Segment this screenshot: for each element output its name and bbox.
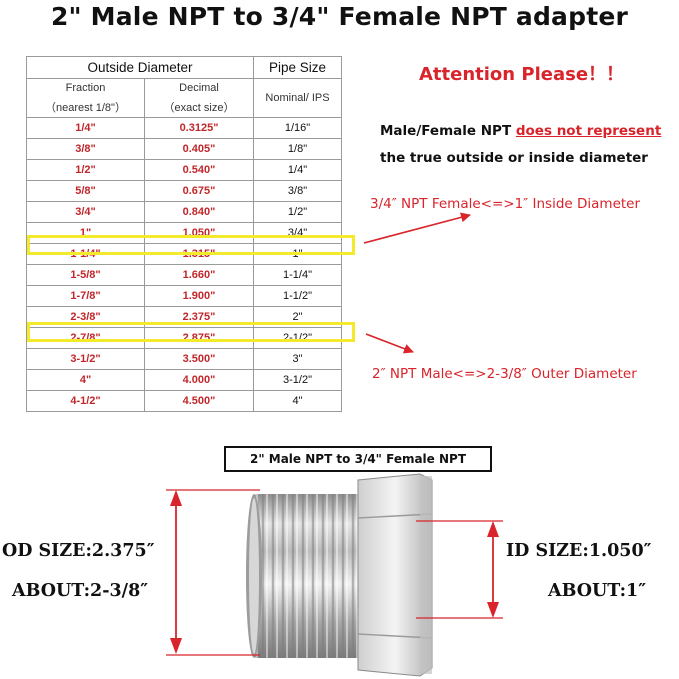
cell-pipe: 2-1/2"	[253, 327, 343, 349]
table-subheader-row: Fraction Decimal Nominal/ IPS	[26, 78, 343, 118]
table-row: 3/4"0.840"1/2"	[26, 201, 343, 223]
cell-decimal: 0.840"	[143, 201, 255, 223]
table-header-row: Outside Diameter Pipe Size	[25, 56, 343, 79]
table-row: 3/8"0.405"1/8"	[26, 138, 343, 160]
note-line-1-prefix: Male/Female NPT	[380, 123, 516, 139]
id-size-text: ID SIZE:1.050″	[506, 541, 652, 561]
note-line-1-red: does not represent	[515, 123, 662, 139]
cell-decimal: 1.900"	[143, 285, 255, 307]
note-line-1: Male/Female NPT does not represent	[380, 123, 661, 139]
product-label: 2" Male NPT to 3/4" Female NPT	[224, 446, 492, 472]
header-decimal: Decimal	[143, 78, 255, 98]
cell-fraction: 1/4"	[26, 117, 145, 139]
callout-female: 3/4″ NPT Female<=>1″ Inside Diameter	[370, 196, 641, 212]
callout-male: 2″ NPT Male<=>2-3/8″ Outer Diameter	[372, 366, 637, 382]
cell-fraction: 1-7/8"	[26, 285, 145, 307]
arrow-male	[365, 333, 414, 354]
table-row: 1-7/8"1.900"1-1/2"	[26, 285, 343, 307]
cell-pipe: 1-1/2"	[253, 285, 343, 307]
cell-decimal: 4.500"	[143, 390, 255, 412]
table-subheader-row-2: （nearest 1/8"） （exact size）	[26, 97, 342, 118]
header-nominal-ips: Nominal/ IPS	[253, 78, 343, 118]
table-row: 4"4.000"3-1/2"	[26, 369, 343, 391]
od-size-text: OD SIZE:2.375″	[2, 541, 155, 561]
od-about-text: ABOUT:2-3/8″	[12, 581, 149, 601]
cell-fraction: 3/8"	[26, 138, 145, 160]
id-about-text: ABOUT:1″	[548, 581, 647, 601]
cell-fraction: 4-1/2"	[26, 390, 145, 412]
page-title: 2" Male NPT to 3/4" Female NPT adapter	[50, 2, 629, 31]
cell-pipe: 4"	[253, 390, 343, 412]
attention-heading: Attention Please！！	[419, 64, 625, 85]
arrow-female	[363, 212, 471, 244]
note-line-2: the true outside or inside diameter	[380, 150, 648, 166]
table-row: 4-1/2"4.500"4"	[26, 390, 343, 412]
adapter-image	[246, 473, 433, 677]
